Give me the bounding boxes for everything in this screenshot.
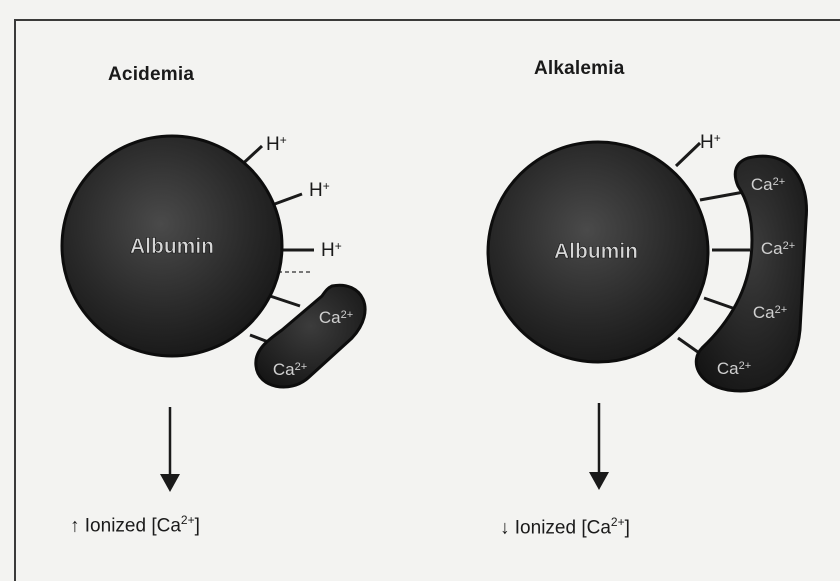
alkalemia-albumin-label: Albumin <box>554 240 638 263</box>
alkalemia-result-label: ↓ Ionized [Ca2+] <box>500 515 630 539</box>
acidemia-arrow-head <box>160 474 180 492</box>
up-arrow-icon: ↑ <box>70 515 80 536</box>
alkalemia-ca-bond-1 <box>700 192 744 200</box>
acidemia-group: Albumin H+ H+ H+ Ca2+ Ca2+ <box>62 133 365 492</box>
acidemia-h-plus-2: H+ <box>309 179 330 201</box>
acidemia-h-bond-2 <box>272 194 302 205</box>
acidemia-albumin-label: Albumin <box>130 235 214 258</box>
acidemia-result-label: ↑ Ionized [Ca2+] <box>70 513 200 537</box>
acidemia-h-plus-1: H+ <box>266 133 287 155</box>
alkalemia-h-plus: H+ <box>700 131 721 153</box>
acidemia-ca-bond-1 <box>270 296 300 306</box>
alkalemia-group: Albumin H+ Ca2+ Ca2+ Ca2+ Ca2+ <box>488 131 807 490</box>
acidemia-h-plus-3: H+ <box>321 239 342 261</box>
alkalemia-h-bond <box>676 143 700 166</box>
alkalemia-arrow-head <box>589 472 609 490</box>
down-arrow-icon: ↓ <box>500 517 510 538</box>
